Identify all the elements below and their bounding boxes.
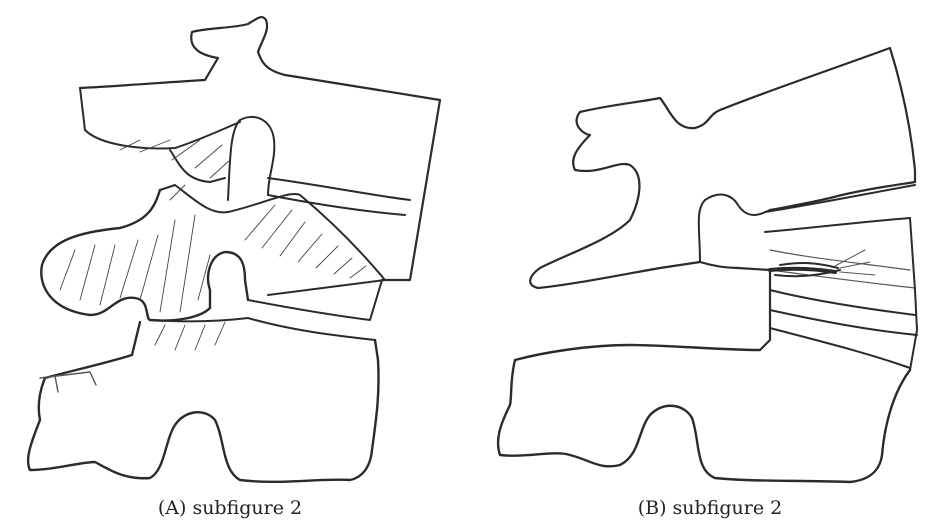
panel-a: (A) subfigure 2: [0, 0, 460, 490]
panel-b-sketch: [470, 0, 935, 490]
panel-a-sketch: [0, 0, 460, 490]
panel-a-caption: (A) subfigure 2: [130, 497, 330, 519]
panel-b-caption: (B) subfigure 2: [610, 497, 810, 519]
panel-b: (B) subfigure 2: [470, 0, 935, 490]
